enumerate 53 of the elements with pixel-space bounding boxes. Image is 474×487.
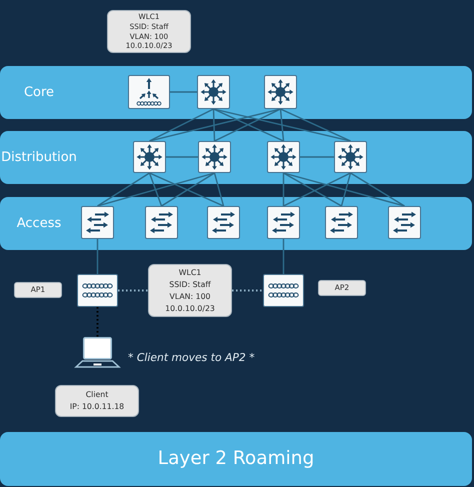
connection-line [148,172,162,206]
connection-line [166,156,198,158]
laptop-icon [75,337,120,368]
connection-line [97,172,150,207]
switch-icon [388,206,421,239]
note-text: * Client moves to AP2 * [128,351,255,365]
access-point-icon [77,274,118,307]
switch-icon [81,206,114,239]
connection-line [96,239,98,274]
name-tag [318,280,366,296]
connection-line [149,108,281,142]
dotted-line [96,307,98,337]
layer-band [0,197,472,250]
connection-line [282,239,284,274]
multilayer-switch-icon [197,75,230,109]
connection-line [214,172,224,206]
connection-line [149,172,224,207]
connection-line [212,108,216,142]
dotted-line [118,290,148,292]
connection-line [213,108,351,142]
connection-line [350,172,405,207]
connection-line [170,91,197,93]
connection-line [149,108,214,142]
connection-line [280,108,351,142]
controller-icon [128,75,170,109]
multilayer-switch-icon [267,141,300,173]
connection-line [280,108,284,142]
multilayer-switch-icon [264,75,297,109]
multilayer-switch-icon [334,141,367,173]
info-box [55,385,139,417]
switch-icon [325,206,358,239]
name-tag [14,282,62,298]
layer-band [0,131,472,184]
connection-line [161,172,215,207]
layer-label: Access [16,216,62,232]
connection-line [283,172,405,207]
connection-line [282,173,284,206]
info-box [148,264,232,317]
dotted-line [232,290,263,292]
layer-label: Core [24,84,54,100]
connection-line [300,156,334,158]
info-box [107,10,191,53]
switch-icon [267,206,300,239]
title-text: Layer 2 Roaming [158,448,314,470]
access-point-icon [263,274,304,307]
multilayer-switch-icon [198,141,231,173]
multilayer-switch-icon [133,141,166,173]
connection-line [340,172,352,206]
switch-icon [145,206,178,239]
switch-icon [207,206,240,239]
layer-band [0,66,472,119]
connection-line [97,172,215,207]
layer-label: Distribution [1,150,77,166]
